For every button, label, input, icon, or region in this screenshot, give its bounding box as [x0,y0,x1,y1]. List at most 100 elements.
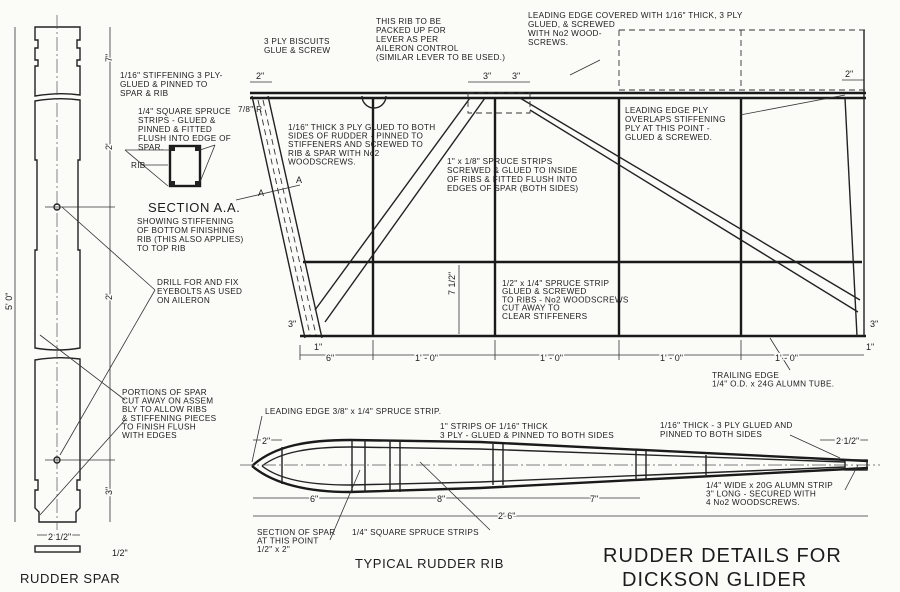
dimension-bottom-left-offset: 1" [314,342,322,352]
note-section-desc: OF BOTTOM FINISHING [137,226,235,235]
note-ply-both-sides: 1/16" THICK 3 PLY GLUED TO BOTH [288,123,436,132]
note-spar-portions: BLY TO ALLOW RIBS [122,405,207,414]
dimension-rib-nose: 2" [262,436,270,446]
rudder-frame-elevation [235,29,866,371]
rudder-spar-elevation [14,15,156,553]
note-spar-portions: & STIFFENING PIECES [122,414,217,423]
dimension-rib-spans-1: 8" [437,494,445,504]
note-square-strips: PINNED & FITTED [138,125,212,134]
note-radius: 7/8" R [238,105,262,114]
section-mark-a-right: A [296,175,302,185]
note-section-desc: SHOWING STIFFENING [137,217,233,226]
note-spruce-strip-ribs: 1/2" x 1/4" SPRUCE STRIP [502,279,609,288]
note-packed-rib: PACKED UP FOR [376,26,446,35]
note-ply-both-sides: STIFFENERS AND SCREWED TO [288,140,423,149]
note-spar-portions: CUT AWAY ON ASSEM [122,397,213,406]
note-section-desc: RIB (THIS ALSO APPLIES) [137,235,244,244]
dimension-spar-segment: 2' [104,293,114,300]
dimension-spar-width: 2 1/2" [48,532,71,542]
note-le-overlap: LEADING EDGE PLY [625,106,709,115]
dimension-frame-spans-1: 1' - 0" [415,353,438,363]
dimension-rib-spans-2: 7" [590,494,598,504]
note-packed-rib: (SIMILAR LEVER TO BE USED.) [376,53,505,62]
dimension-spar-segment: 3" [104,487,114,495]
dimension-spar-total: 5' 0" [4,293,14,310]
note-leading-edge-cover: GLUED, & SCREWED [528,20,615,29]
note-leading-edge-cover: SCREWS. [528,38,568,47]
note-tail-ply: 1/16" THICK - 3 PLY GLUED AND [660,421,793,430]
note-spruce-strips: 1" x 1/8" SPRUCE STRIPS [447,157,553,166]
dimension-lever-b: 3" [512,71,520,81]
note-square-strips: STRIPS - GLUED & [138,116,216,125]
note-eyebolts: ON AILERON [157,296,210,305]
note-alum-strip: 4 No2 WOODSCREWS. [706,498,800,507]
note-spar-portions: WITH EDGES [122,431,177,440]
section-aa-caption: SECTION A.A. [148,200,240,215]
note-ply-both-sides: SIDES OF RUDDER - PINNED TO [288,132,423,141]
dimension-spar-segment: 2' [104,143,114,150]
note-trailing-edge: 1/4" O.D. x 24G ALUMN TUBE. [712,380,834,389]
section-mark-a-left: A [258,188,264,198]
note-alum-strip: 3" LONG - SECURED WITH [706,490,816,499]
note-le-overlap: OVERLAPS STIFFENING [625,115,726,124]
dimension-bottom-right-height: 3" [870,319,878,329]
note-ply-both-sides: WOODSCREWS. [288,157,356,166]
note-trailing-edge: TRAILING EDGE [712,371,779,380]
note-spruce-strip-ribs: CLEAR STIFFENERS [502,312,588,321]
dimension-bottom-right-offset: 1" [866,342,874,352]
drawing-title-line-2: DICKSON GLIDER [622,569,807,591]
note-tail-ply: PINNED TO BOTH SIDES [660,430,762,439]
note-alum-strip: 1/4" WIDE x 20G ALUMN STRIP [706,481,833,490]
dimension-rib-spans-0: 6" [310,494,318,504]
note-rib-strips: 1" STRIPS OF 1/16" THICK [440,422,548,431]
note-spruce-strips: OF RIBS & FITTED FLUSH INTO [447,175,577,184]
note-spar-section: SECTION OF SPAR [257,528,336,537]
dimension-rib-tail: 2 1/2" [836,436,859,446]
note-spruce-strip-ribs: TO RIBS - No2 WOODSCREWS [502,295,629,304]
typical-rudder-rib-caption: TYPICAL RUDDER RIB [355,556,504,571]
dimension-rib-total: 2' 6" [498,511,515,521]
note-square-strips: SPAR. [138,143,163,152]
dimension-frame-spans-0: 6" [326,353,334,363]
note-biscuits: GLUE & SCREW [264,46,330,55]
dimension-frame-top-right: 2" [845,69,853,79]
note-le-strip: LEADING EDGE 3/8" x 1/4" SPRUCE STRIP. [265,407,441,416]
note-packed-rib: THIS RIB TO BE [376,17,442,26]
note-square-strips: 1/4" SQUARE SPRUCE [138,107,231,116]
note-rib-strips: 3 PLY - GLUED & PINNED TO BOTH SIDES [440,431,614,440]
note-stiffening: SPAR & RIB [120,89,169,98]
note-spruce-strips: EDGES OF SPAR (BOTH SIDES) [447,184,578,193]
note-spruce-strip-ribs: CUT AWAY TO [502,304,560,313]
note-spruce-strips: SCREWED & GLUED TO INSIDE [447,166,578,175]
note-spar-section: AT THIS POINT [257,537,319,546]
dimension-rib-spacing: 7 1/2" [447,272,457,295]
dimension-spar-segment: 7" [104,54,114,62]
note-packed-rib: LEVER AS PER [376,35,438,44]
note-biscuits: 3 PLY BISCUITS [264,37,330,46]
dimension-frame-spans-4: 1' - 0" [775,353,798,363]
note-eyebolts: EYEBOLTS AS USED [157,287,242,296]
dimension-bottom-left-height: 3" [288,319,296,329]
dimension-frame-spans-2: 1' - 0" [540,353,563,363]
note-leading-edge-cover: LEADING EDGE COVERED WITH 1/16" THICK, 3… [528,11,743,20]
note-spruce-strip-ribs: GLUED & SCREWED [502,287,587,296]
note-packed-rib: AILERON CONTROL [376,44,459,53]
dimension-frame-spans-3: 1' - 0" [660,353,683,363]
note-spar-section: 1/2" x 2" [257,545,290,554]
note-eyebolts: DRILL FOR AND FIX [157,278,239,287]
dimension-frame-top-left: 2" [256,71,264,81]
note-le-overlap: GLUED & SCREWED. [625,133,712,142]
typical-rib-profile [240,415,880,541]
drawing-title-line-1: RUDDER DETAILS FOR [603,545,842,567]
rib-label: RIB [131,161,146,170]
note-square-strips: FLUSH INTO EDGE OF [138,134,231,143]
note-le-overlap: PLY AT THIS POINT - [625,124,710,133]
note-section-desc: TO TOP RIB [137,244,186,253]
note-leading-edge-cover: WITH No2 WOOD- [528,29,602,38]
note-stiffening: 1/16" STIFFENING 3 PLY- [120,71,223,80]
note-rib-square-strips: 1/4" SQUARE SPRUCE STRIPS [352,528,479,537]
note-ply-both-sides: RIB & SPAR WITH No2 [288,149,380,158]
section-aa-detail [124,144,216,188]
